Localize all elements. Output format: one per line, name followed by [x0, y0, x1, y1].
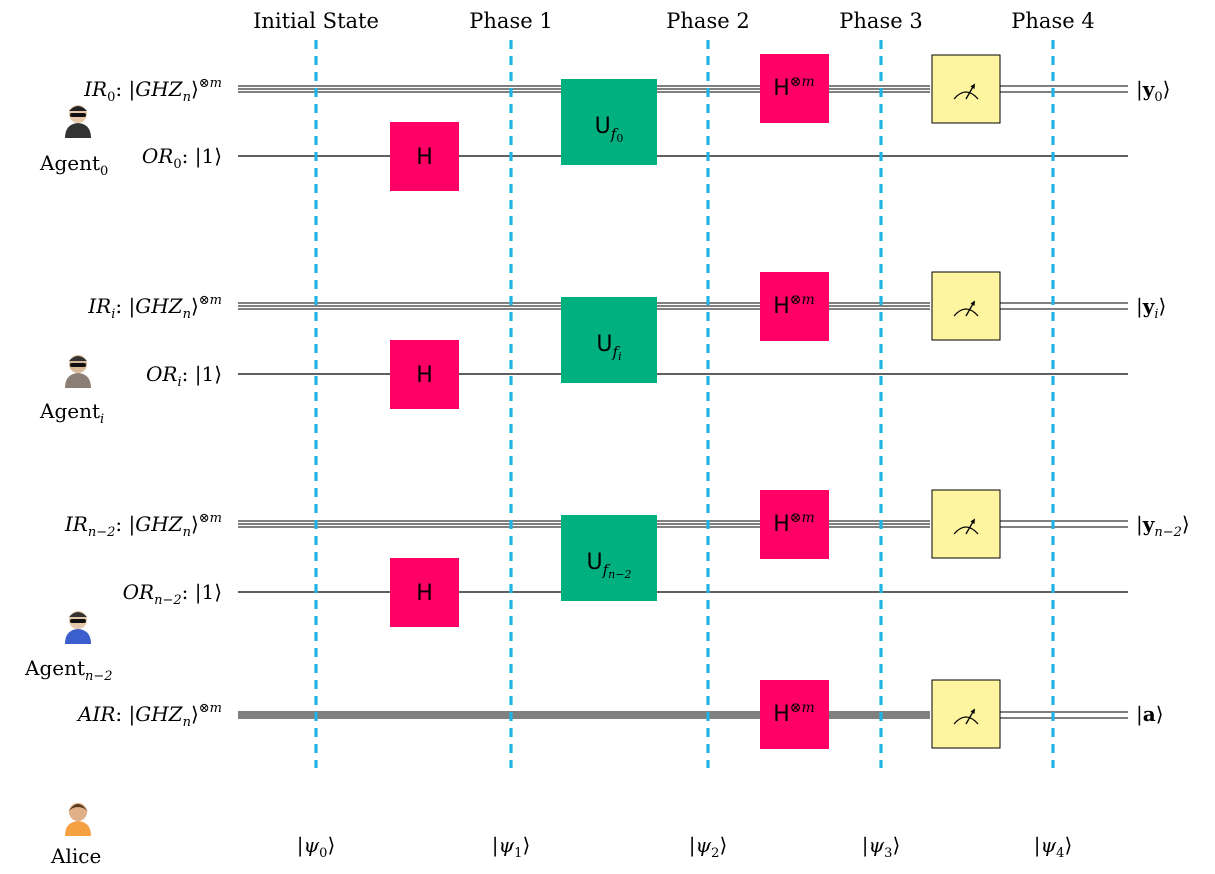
svg-text:Ufi: Ufi	[596, 332, 621, 363]
svg-text:H: H	[416, 145, 433, 170]
meter-i-icon	[931, 271, 1001, 341]
state-psi-4: |ψ4⟩	[1034, 833, 1073, 861]
wires	[238, 85, 1128, 719]
hm-gate-alice: H⊗m	[760, 680, 829, 749]
uf-gate-0: Uf0	[561, 79, 657, 165]
uf-gate-i: Ufi	[561, 297, 657, 383]
register-labels: IR0: |GHZn⟩⊗m OR0: |1⟩ IRi: |GHZn⟩⊗m ORi…	[64, 76, 222, 730]
agent-name-0: Agent0	[39, 151, 108, 179]
svg-text:Uf0: Uf0	[595, 114, 624, 145]
svg-text:H: H	[416, 581, 433, 606]
or-label-i: ORi: |1⟩	[146, 362, 222, 390]
output-a: |a⟩	[1136, 702, 1164, 727]
svg-text:H: H	[416, 363, 433, 388]
agent-name-n-2: Agentn−2	[24, 656, 113, 684]
or-label-0: OR0: |1⟩	[142, 144, 222, 172]
state-labels: |ψ0⟩ |ψ1⟩ |ψ2⟩ |ψ3⟩ |ψ4⟩	[297, 833, 1073, 861]
agent-n-2-icon	[65, 611, 91, 644]
svg-text:H⊗m: H⊗m	[773, 700, 815, 727]
agent-icons	[65, 105, 91, 836]
air-label: AIR: |GHZn⟩⊗m	[76, 701, 222, 730]
output-labels: |y0⟩ |yi⟩ |yn−2⟩ |a⟩	[1136, 77, 1190, 727]
uf-gates: Uf0 Ufi Ufn−2	[561, 79, 657, 601]
state-psi-3: |ψ3⟩	[862, 833, 901, 861]
phase-heading-4: Phase 4	[1011, 9, 1094, 33]
or-label-n-2: ORn−2: |1⟩	[123, 580, 222, 608]
phase-headings: Initial State Phase 1 Phase 2 Phase 3 Ph…	[253, 9, 1095, 33]
alice-name: Alice	[50, 844, 101, 868]
measurement-meters	[931, 54, 1001, 749]
agent-name-i: Agenti	[39, 399, 104, 427]
hm-gate-n-2: H⊗m	[760, 490, 829, 559]
agent-names: Agent0 Agenti Agentn−2 Alice	[24, 151, 113, 868]
agent-i-icon	[65, 355, 91, 388]
svg-text:H⊗m: H⊗m	[773, 292, 815, 319]
state-psi-2: |ψ2⟩	[689, 833, 728, 861]
phase-heading-3: Phase 3	[839, 9, 922, 33]
hm-gate-i: H⊗m	[760, 272, 829, 341]
svg-text:H⊗m: H⊗m	[773, 74, 815, 101]
output-yn-2: |yn−2⟩	[1136, 512, 1190, 540]
h-gate-i: H	[390, 340, 459, 409]
phase-heading-1: Phase 1	[469, 9, 552, 33]
hm-gate-0: H⊗m	[760, 54, 829, 123]
agent-0-icon	[65, 105, 91, 138]
output-yi: |yi⟩	[1136, 294, 1166, 322]
phase-heading-2: Phase 2	[666, 9, 749, 33]
svg-text:H⊗m: H⊗m	[773, 510, 815, 537]
state-psi-0: |ψ0⟩	[297, 833, 336, 861]
ir-label-i: IRi: |GHZn⟩⊗m	[87, 293, 222, 322]
h-gate-0: H	[390, 122, 459, 191]
ir-label-n-2: IRn−2: |GHZn⟩⊗m	[64, 511, 222, 540]
alice-icon	[65, 803, 91, 836]
meter-n-2-icon	[931, 489, 1001, 559]
ir-label-0: IR0: |GHZn⟩⊗m	[83, 76, 222, 105]
meter-alice-icon	[931, 679, 1001, 749]
hm-gates: H⊗m H⊗m H⊗m H⊗m	[760, 54, 829, 749]
h-gates: H H H	[390, 122, 459, 627]
svg-text:Ufn−2: Ufn−2	[587, 550, 632, 581]
meter-0-icon	[931, 54, 1001, 124]
phase-heading-initial: Initial State	[253, 9, 379, 33]
uf-gate-n-2: Ufn−2	[561, 515, 657, 601]
output-y0: |y0⟩	[1136, 77, 1170, 105]
state-psi-1: |ψ1⟩	[492, 833, 531, 861]
h-gate-n-2: H	[390, 558, 459, 627]
